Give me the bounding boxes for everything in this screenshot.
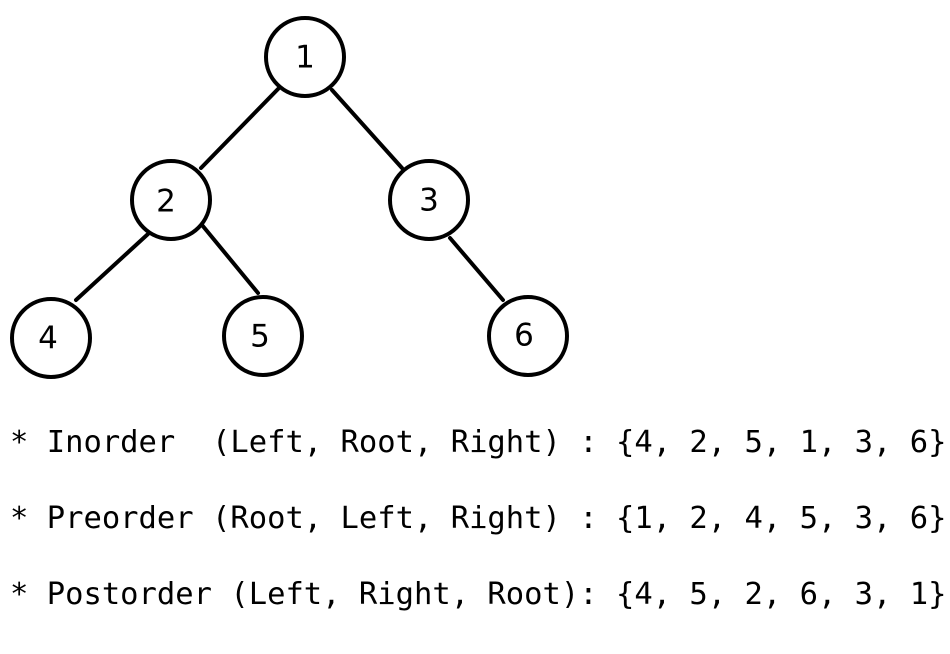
binary-tree-diagram: 1 2 3 4 5 6 <box>10 16 569 379</box>
inorder-traversal-text: * Inorder (Left, Root, Right) : {4, 2, 5… <box>10 425 947 460</box>
edge-2-4 <box>74 232 150 302</box>
edge-1-3 <box>330 88 404 170</box>
tree-edges <box>74 86 505 302</box>
tree-node-3: 3 <box>388 159 470 241</box>
node-label: 3 <box>419 183 439 219</box>
tree-node-5: 5 <box>222 295 304 377</box>
node-circle <box>264 16 346 98</box>
preorder-traversal-text: * Preorder (Root, Left, Right) : {1, 2, … <box>10 501 947 536</box>
tree-node-6: 6 <box>487 295 569 377</box>
node-label: 2 <box>156 184 176 220</box>
node-circle <box>130 159 212 241</box>
node-circle <box>487 295 569 377</box>
tree-nodes: 1 2 3 4 5 6 <box>10 16 569 379</box>
postorder-traversal-text: * Postorder (Left, Right, Root): {4, 5, … <box>10 577 947 612</box>
edge-3-6 <box>448 236 505 302</box>
tree-node-2: 2 <box>130 159 212 241</box>
node-label: 1 <box>295 40 315 76</box>
node-label: 4 <box>38 321 58 357</box>
node-circle <box>10 297 92 379</box>
tree-node-4: 4 <box>10 297 92 379</box>
edge-1-2 <box>199 86 281 170</box>
node-label: 6 <box>514 318 534 354</box>
tree-node-1: 1 <box>264 16 346 98</box>
node-circle <box>388 159 470 241</box>
node-label: 5 <box>250 319 270 355</box>
node-circle <box>222 295 304 377</box>
edge-2-5 <box>200 223 260 295</box>
